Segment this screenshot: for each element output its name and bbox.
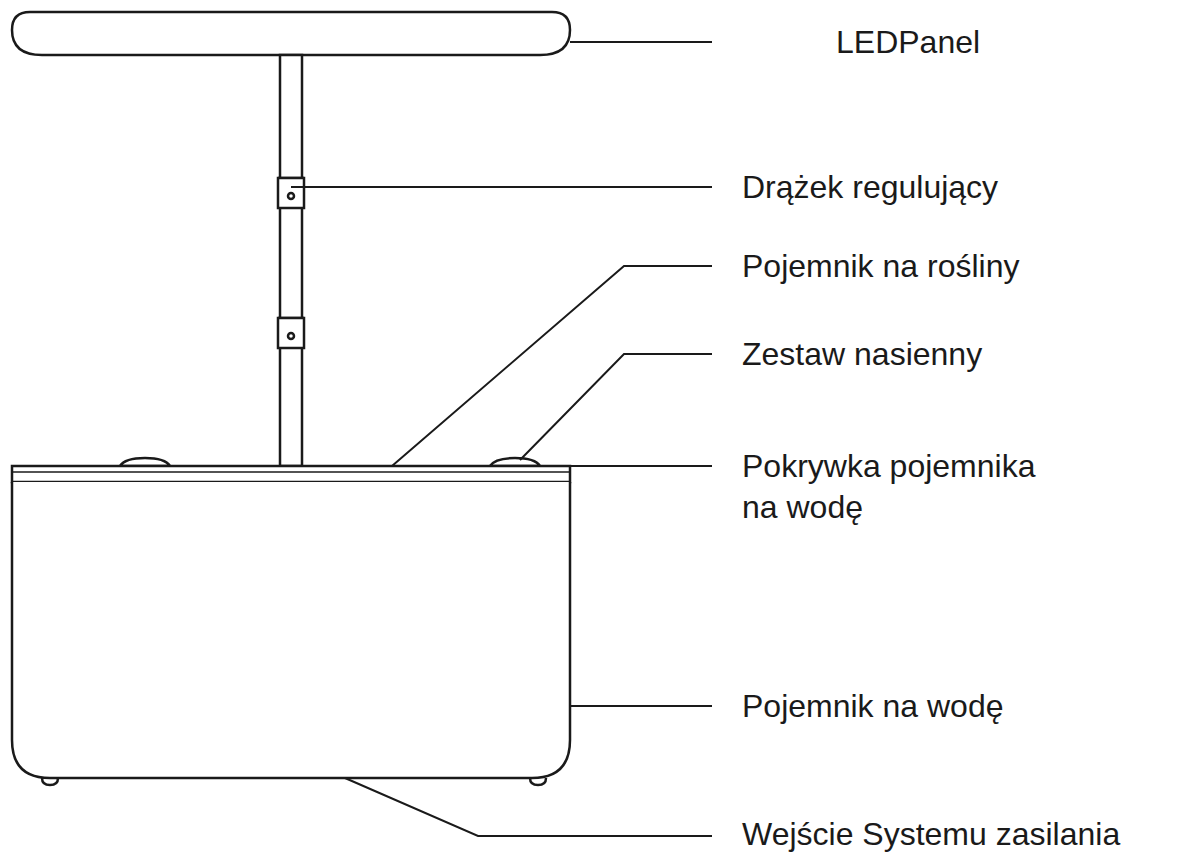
rod-pin xyxy=(288,333,294,339)
water-lid xyxy=(12,466,570,482)
leader-line xyxy=(392,266,712,466)
leader-lines xyxy=(291,42,712,836)
leader-line xyxy=(520,354,712,460)
water-container xyxy=(12,482,570,778)
leader-line xyxy=(291,186,712,188)
led-panel xyxy=(12,12,570,55)
part-label: Pojemnik na wodę xyxy=(742,686,1003,727)
rod-collar xyxy=(278,318,304,348)
foot xyxy=(530,778,546,785)
leader-line xyxy=(345,778,712,836)
lid-edge xyxy=(12,471,570,473)
part-label: Pokrywka pojemnika na wodę xyxy=(742,446,1042,528)
part-label: Drążek regulujący xyxy=(742,167,998,208)
leader-line xyxy=(570,705,712,707)
part-label: Pojemnik na rośliny xyxy=(742,246,1019,287)
foot xyxy=(42,778,58,785)
part-label: LEDPanel xyxy=(836,22,980,63)
rod-pin xyxy=(288,193,294,199)
part-label: Wejście Systemu zasilania xyxy=(742,814,1120,855)
adjust-rod xyxy=(280,55,302,466)
leader-line xyxy=(570,41,712,43)
part-label: Zestaw nasienny xyxy=(742,334,982,375)
rod-collar xyxy=(278,178,304,208)
leader-line xyxy=(570,465,712,467)
